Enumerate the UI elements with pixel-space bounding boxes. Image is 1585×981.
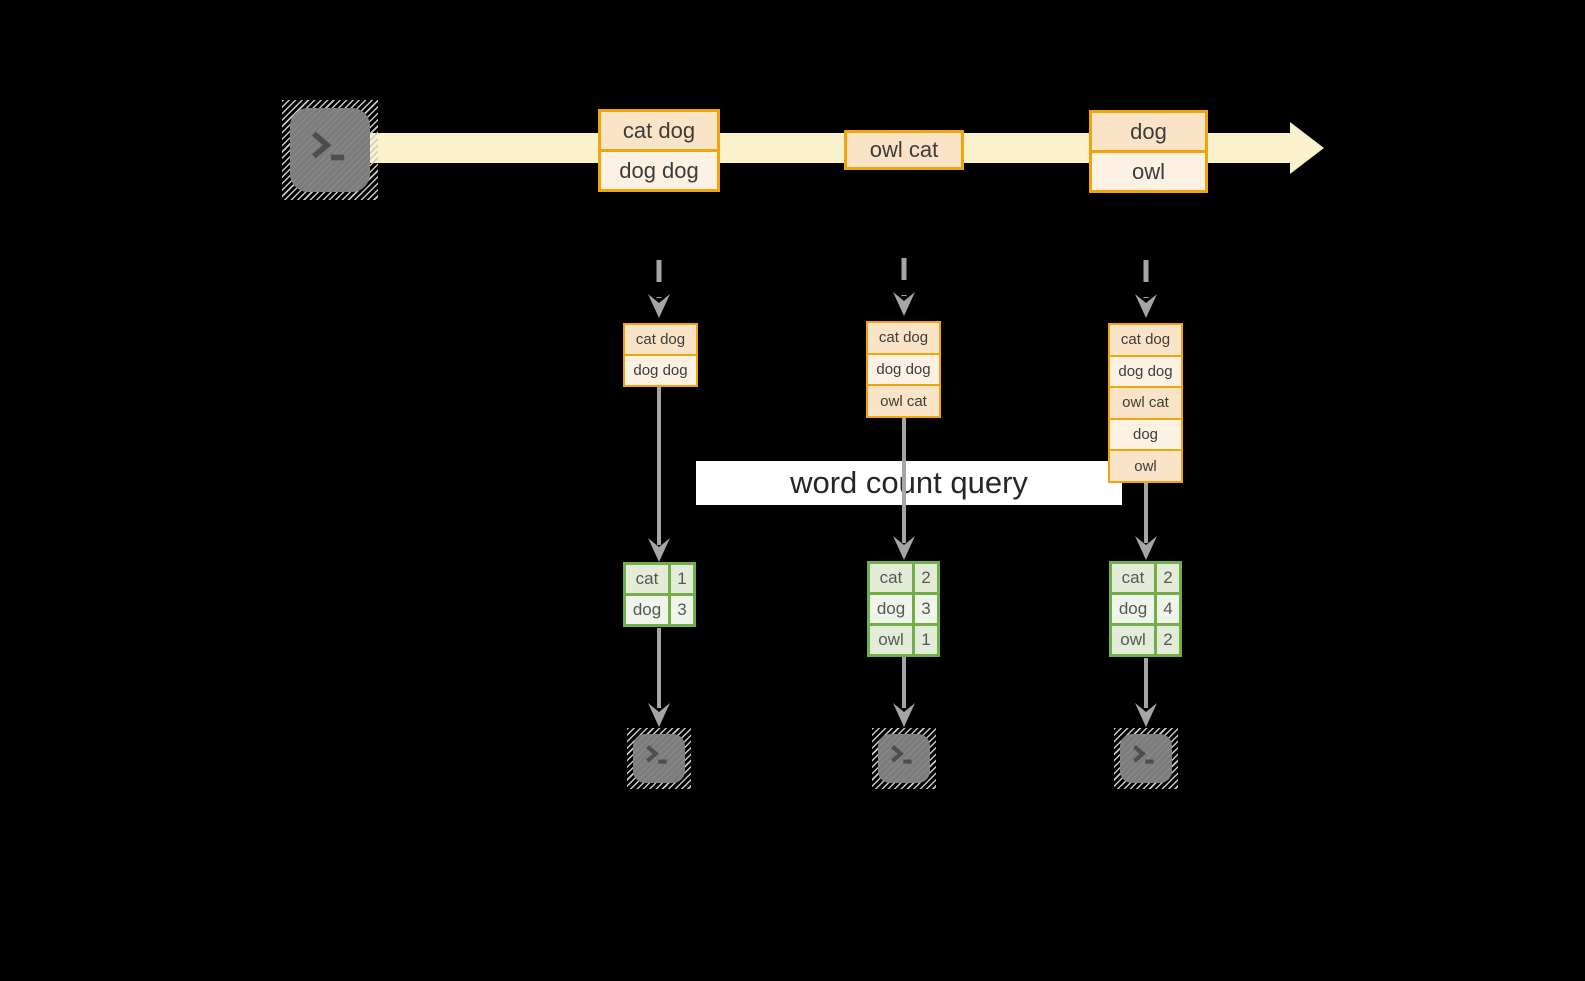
terminal-screen — [633, 734, 685, 783]
count-word: cat — [626, 565, 668, 593]
count-table-2: cat 2 dog 3 owl 1 — [867, 561, 940, 657]
output-arrow-3 — [1135, 658, 1157, 727]
dashed-arrow-3 — [1135, 260, 1157, 318]
count-word: cat — [1112, 564, 1154, 592]
count-word: dog — [626, 596, 668, 624]
terminal-prompt-icon — [646, 745, 667, 764]
count-word: dog — [1112, 595, 1154, 623]
stream-record: dog — [1092, 113, 1205, 150]
count-value: 3 — [671, 596, 693, 624]
count-value: 2 — [915, 564, 937, 592]
count-value: 2 — [1157, 564, 1179, 592]
stream-record: owl — [1092, 150, 1205, 190]
stream-arrow-head — [1290, 122, 1324, 174]
stream-batch-3: dog owl — [1089, 110, 1208, 193]
window-record: dog dog — [625, 354, 696, 385]
window-record: dog dog — [868, 352, 939, 385]
terminal-prompt-icon — [311, 131, 345, 161]
count-word: owl — [870, 626, 912, 654]
terminal-prompt-icon — [891, 745, 912, 764]
terminal-prompt-icon — [1133, 745, 1154, 764]
query-arrow-3 — [1135, 482, 1157, 560]
terminal-screen — [290, 108, 370, 192]
terminal-screen — [878, 734, 930, 783]
stream-record: owl cat — [847, 133, 961, 167]
count-value: 1 — [915, 626, 937, 654]
terminal-icon — [282, 100, 378, 200]
window-record: dog — [1110, 417, 1181, 450]
count-word: owl — [1112, 626, 1154, 654]
stream-record: dog dog — [601, 149, 717, 189]
terminal-icon — [872, 728, 936, 789]
count-word: dog — [870, 595, 912, 623]
terminal-screen — [1120, 734, 1172, 783]
stream-record: cat dog — [601, 112, 717, 149]
terminal-icon — [1114, 728, 1178, 789]
window-record: owl — [1110, 449, 1181, 481]
dashed-arrow-2 — [893, 258, 915, 316]
window-record: owl cat — [868, 384, 939, 417]
count-value: 4 — [1157, 595, 1179, 623]
output-arrow-2 — [893, 657, 915, 727]
output-arrow-1 — [648, 628, 670, 727]
count-value: 3 — [915, 595, 937, 623]
count-table-3: cat 2 dog 4 owl 2 — [1109, 561, 1182, 657]
terminal-icon — [627, 728, 691, 789]
count-table-1: cat 1 dog 3 — [623, 562, 696, 627]
window-record: dog dog — [1110, 354, 1181, 387]
query-arrow-2 — [893, 417, 915, 560]
query-arrow-1 — [648, 387, 670, 562]
stream-batch-1: cat dog dog dog — [598, 109, 720, 192]
count-value: 2 — [1157, 626, 1179, 654]
window-record: owl cat — [1110, 386, 1181, 418]
stream-batch-2: owl cat — [844, 130, 964, 170]
window-stack-1: cat dog dog dog — [623, 323, 698, 387]
window-record: cat dog — [868, 323, 939, 353]
query-label: word count query — [790, 465, 1028, 500]
count-value: 1 — [671, 565, 693, 593]
query-label-band: word count query — [696, 461, 1122, 505]
window-record: cat dog — [1110, 325, 1181, 355]
window-stack-2: cat dog dog dog owl cat — [866, 321, 941, 418]
count-word: cat — [870, 564, 912, 592]
dashed-arrow-1 — [648, 260, 670, 318]
window-stack-3: cat dog dog dog owl cat dog owl — [1108, 323, 1183, 483]
window-record: cat dog — [625, 325, 696, 354]
